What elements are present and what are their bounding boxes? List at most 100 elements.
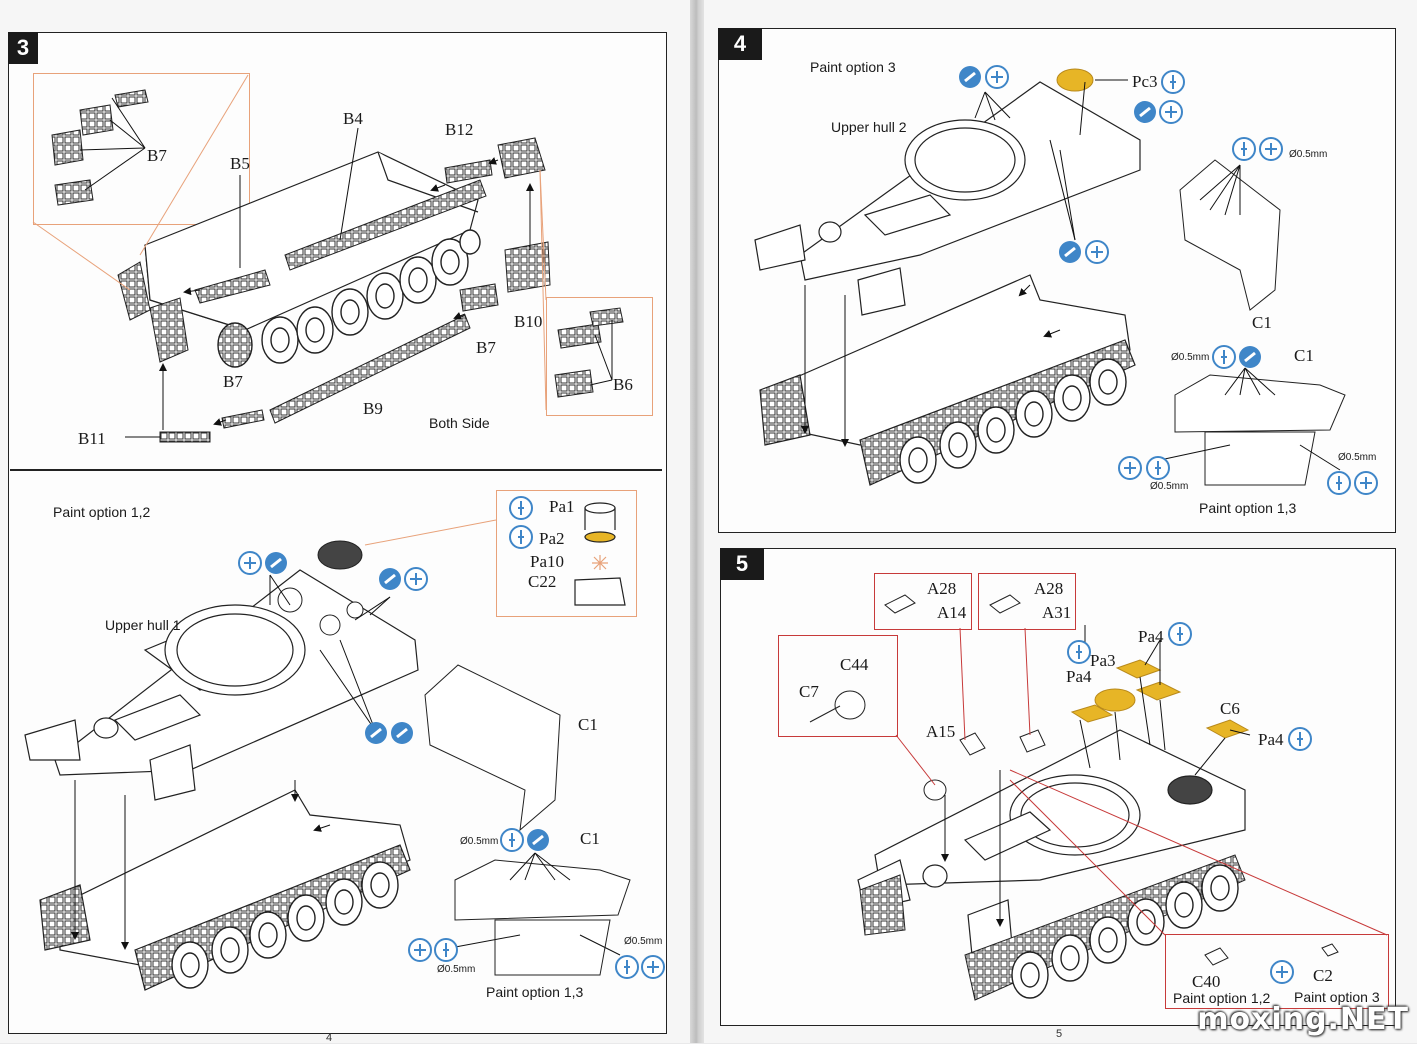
label-c1-rear: C1 (580, 829, 600, 848)
hull1-turret-detail (317, 519, 497, 570)
label-b9: B9 (363, 399, 383, 418)
label-c1-step4-plate: C1 (1252, 313, 1272, 332)
hull2 (754, 81, 1141, 316)
step5-decals (1070, 659, 1250, 739)
label-c6: C6 (1220, 699, 1240, 718)
drill-icon (500, 828, 524, 852)
glue-icon (408, 938, 432, 962)
label-b7: B7 (147, 146, 167, 165)
glue-icon (1159, 100, 1183, 124)
upper-hull-1-label: Upper hull 1 (105, 617, 181, 633)
label-pa4-left: Pa4 (1066, 667, 1092, 686)
step4-c1-plate-a (1179, 159, 1281, 311)
cement-icon (1058, 240, 1082, 264)
drill-size-a: Ø0.5mm (460, 836, 499, 847)
label-b10: B10 (514, 312, 543, 331)
site-watermark: moxing.NET (1197, 1002, 1409, 1037)
drill-size-f: Ø0.5mm (1338, 452, 1377, 463)
c44-detail-box (778, 635, 898, 737)
drill-icon (1327, 471, 1351, 495)
drill-size-top: Ø0.5mm (1289, 149, 1328, 160)
label-c40: C40 (1192, 972, 1221, 991)
drill-icon (434, 938, 458, 962)
label-a15: A15 (926, 722, 956, 741)
step4-arrows (801, 79, 1341, 471)
b6-detail-box (546, 297, 653, 416)
step5-lines (895, 625, 1388, 936)
a31-detail-box (978, 573, 1076, 630)
hull1-turret-ring (277, 587, 364, 636)
drill-icon (1161, 70, 1185, 94)
drill-icon (1067, 640, 1091, 664)
glue-icon (985, 65, 1009, 89)
a14-detail-box (874, 573, 972, 630)
cement-icon (390, 721, 414, 745)
hull2-wheels (899, 358, 1127, 484)
pa-stack (574, 502, 626, 606)
step3-tracks (51, 89, 624, 443)
label-b11: B11 (78, 429, 106, 448)
step-3-badge: 3 (8, 32, 38, 64)
drill-size-d: Ø0.5mm (1171, 352, 1210, 363)
step-5-badge: 5 (720, 548, 764, 580)
step3-arrows (32, 74, 613, 438)
drill-icon (1232, 137, 1256, 161)
drill-icon (1288, 727, 1312, 751)
label-a28-left: A28 (927, 579, 957, 598)
glue-icon (1118, 456, 1142, 480)
cement-icon (1238, 345, 1262, 369)
label-c44: C44 (840, 655, 869, 674)
label-pa2: Pa2 (539, 529, 565, 548)
glue-icon (404, 567, 428, 591)
pc3-decal (1056, 68, 1094, 92)
drill-icon (1212, 345, 1236, 369)
cement-icon (264, 551, 288, 575)
drill-icon (509, 496, 533, 520)
c1-plate-b (454, 859, 631, 976)
cement-icon (378, 567, 402, 591)
label-b6: B6 (613, 375, 633, 394)
label-b12: B12 (445, 120, 474, 139)
cement-icon (1133, 100, 1157, 124)
label-c1-step4-rear: C1 (1294, 346, 1314, 365)
c1-plate-a (424, 664, 561, 832)
paint-option-12-note: Paint option 1,2 (1173, 990, 1271, 1006)
glue-icon (641, 955, 665, 979)
label-pa4-right: Pa4 (1258, 730, 1284, 749)
step5-hull (857, 729, 1246, 956)
label-c7: C7 (799, 682, 819, 701)
c40-detail-box (1165, 934, 1389, 1009)
label-b4: B4 (343, 109, 363, 128)
cement-icon (958, 65, 982, 89)
drill-icon (615, 955, 639, 979)
left-divider (10, 469, 662, 471)
step-4-badge: 4 (718, 28, 762, 60)
paint-option-12-heading: Paint option 1,2 (53, 504, 151, 520)
paint-option-13-note-left: Paint option 1,3 (486, 984, 584, 1000)
label-pa4-top: Pa4 (1138, 627, 1164, 646)
upper-hull-2-label: Upper hull 2 (831, 119, 907, 135)
paint-option-3-heading: Paint option 3 (810, 59, 896, 75)
pa-detail-box (496, 490, 637, 617)
step5-wheels (1011, 864, 1239, 999)
glue-icon (1270, 960, 1294, 984)
page-gutter (690, 0, 704, 1043)
page-number-right: 5 (1056, 1028, 1063, 1040)
glue-icon (1354, 471, 1378, 495)
glue-icon (1085, 240, 1109, 264)
drill-size-c: Ø0.5mm (624, 936, 663, 947)
paint-option-3-note: Paint option 3 (1294, 989, 1380, 1005)
glue-icon (238, 551, 262, 575)
hull1-wheels (171, 861, 399, 989)
step3-wheels (217, 229, 481, 368)
page-number-left: 4 (326, 1032, 333, 1044)
drill-size-e: Ø0.5mm (1150, 481, 1189, 492)
glue-icon (1259, 137, 1283, 161)
step5-small-parts (809, 594, 1339, 966)
label-pc3: Pc3 (1132, 72, 1158, 91)
cement-icon (526, 828, 550, 852)
label-c22: C22 (528, 572, 557, 591)
label-b7-low: B7 (223, 372, 243, 391)
label-a31: A31 (1042, 603, 1072, 622)
